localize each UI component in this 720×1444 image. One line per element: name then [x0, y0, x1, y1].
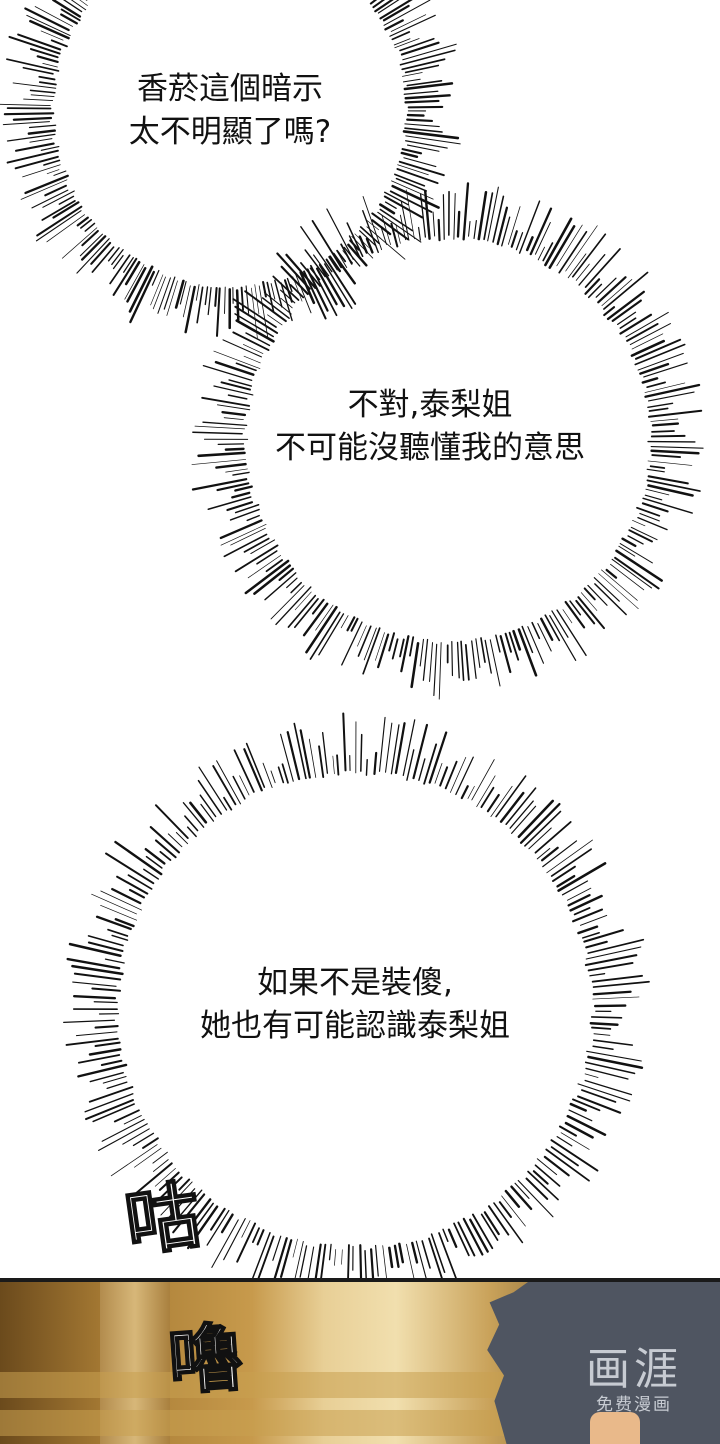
- bubble-text-line: 不可能沒聽懂我的意思: [230, 427, 630, 470]
- speech-bubble-2: 不對,泰梨姐 不可能沒聽懂我的意思: [230, 384, 630, 470]
- sound-effect-char: 嚕: [164, 1298, 245, 1410]
- sound-effect-char: 咕: [118, 1155, 206, 1271]
- background-step: [0, 1372, 540, 1398]
- speech-bubble-burst-lines: [0, 0, 720, 1280]
- watermark: 画涯 免费漫画: [586, 1346, 682, 1416]
- burst-bubble-outline: [0, 0, 460, 338]
- bubble-text-line: 太不明顯了嗎?: [100, 111, 360, 154]
- watermark-tagline: 免费漫画: [586, 1394, 682, 1416]
- bubble-text-line: 不對,泰梨姐: [230, 384, 630, 427]
- background-step: [0, 1410, 540, 1436]
- speech-bubble-1: 香菸這個暗示 太不明顯了嗎?: [100, 68, 360, 154]
- watermark-logo: 画涯: [586, 1346, 682, 1394]
- character-face: [590, 1412, 640, 1444]
- speech-bubble-3: 如果不是裝傻, 她也有可能認識泰梨姐: [150, 962, 560, 1048]
- bubble-text-line: 她也有可能認識泰梨姐: [150, 1005, 560, 1048]
- bubble-text-line: 香菸這個暗示: [100, 68, 360, 111]
- bubble-text-line: 如果不是裝傻,: [150, 962, 560, 1005]
